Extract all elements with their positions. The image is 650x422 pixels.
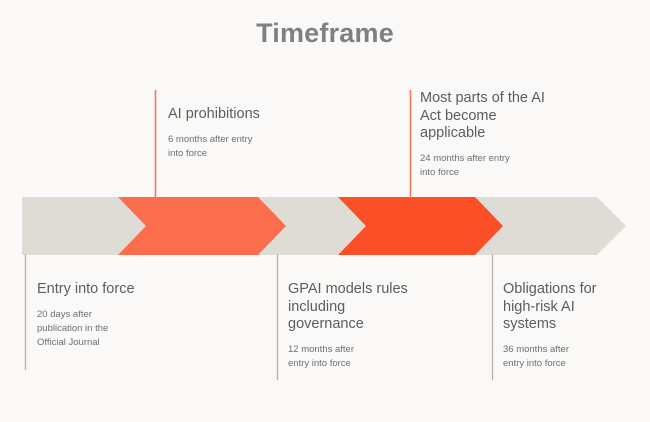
milestone-heading: Most parts of the AI Act become applicab… [420, 90, 545, 141]
milestone-label-ai-prohibitions: AI prohibitions 6 months after entry int… [168, 106, 318, 161]
milestone-heading: GPAI models rules including governance [288, 281, 408, 332]
milestone-heading: Entry into force [37, 281, 135, 297]
milestone-subtext: 36 months after entry into force [503, 343, 570, 369]
milestone-label-entry-into-force: Entry into force 20 days after publicati… [37, 281, 197, 350]
page-title: Timeframe [256, 18, 394, 48]
timeline-bar-base [22, 197, 626, 255]
milestone-subtext: 20 days after publication in the Officia… [37, 308, 109, 348]
chevron-segment-1 [118, 197, 286, 255]
milestone-subtext: 6 months after entry into force [168, 133, 253, 159]
milestone-heading: AI prohibitions [168, 106, 260, 122]
milestone-heading: Obligations for high-risk AI systems [503, 281, 597, 332]
milestone-subtext: 12 months after entry into force [288, 343, 355, 369]
milestone-label-most-parts-applicable: Most parts of the AI Act become applicab… [420, 90, 580, 180]
milestone-label-high-risk-obligations: Obligations for high-risk AI systems 36 … [503, 281, 650, 371]
milestone-label-gpai-models-rules: GPAI models rules including governance 1… [288, 281, 458, 371]
chevron-segment-2 [338, 197, 503, 255]
milestone-subtext: 24 months after entry into force [420, 152, 510, 178]
